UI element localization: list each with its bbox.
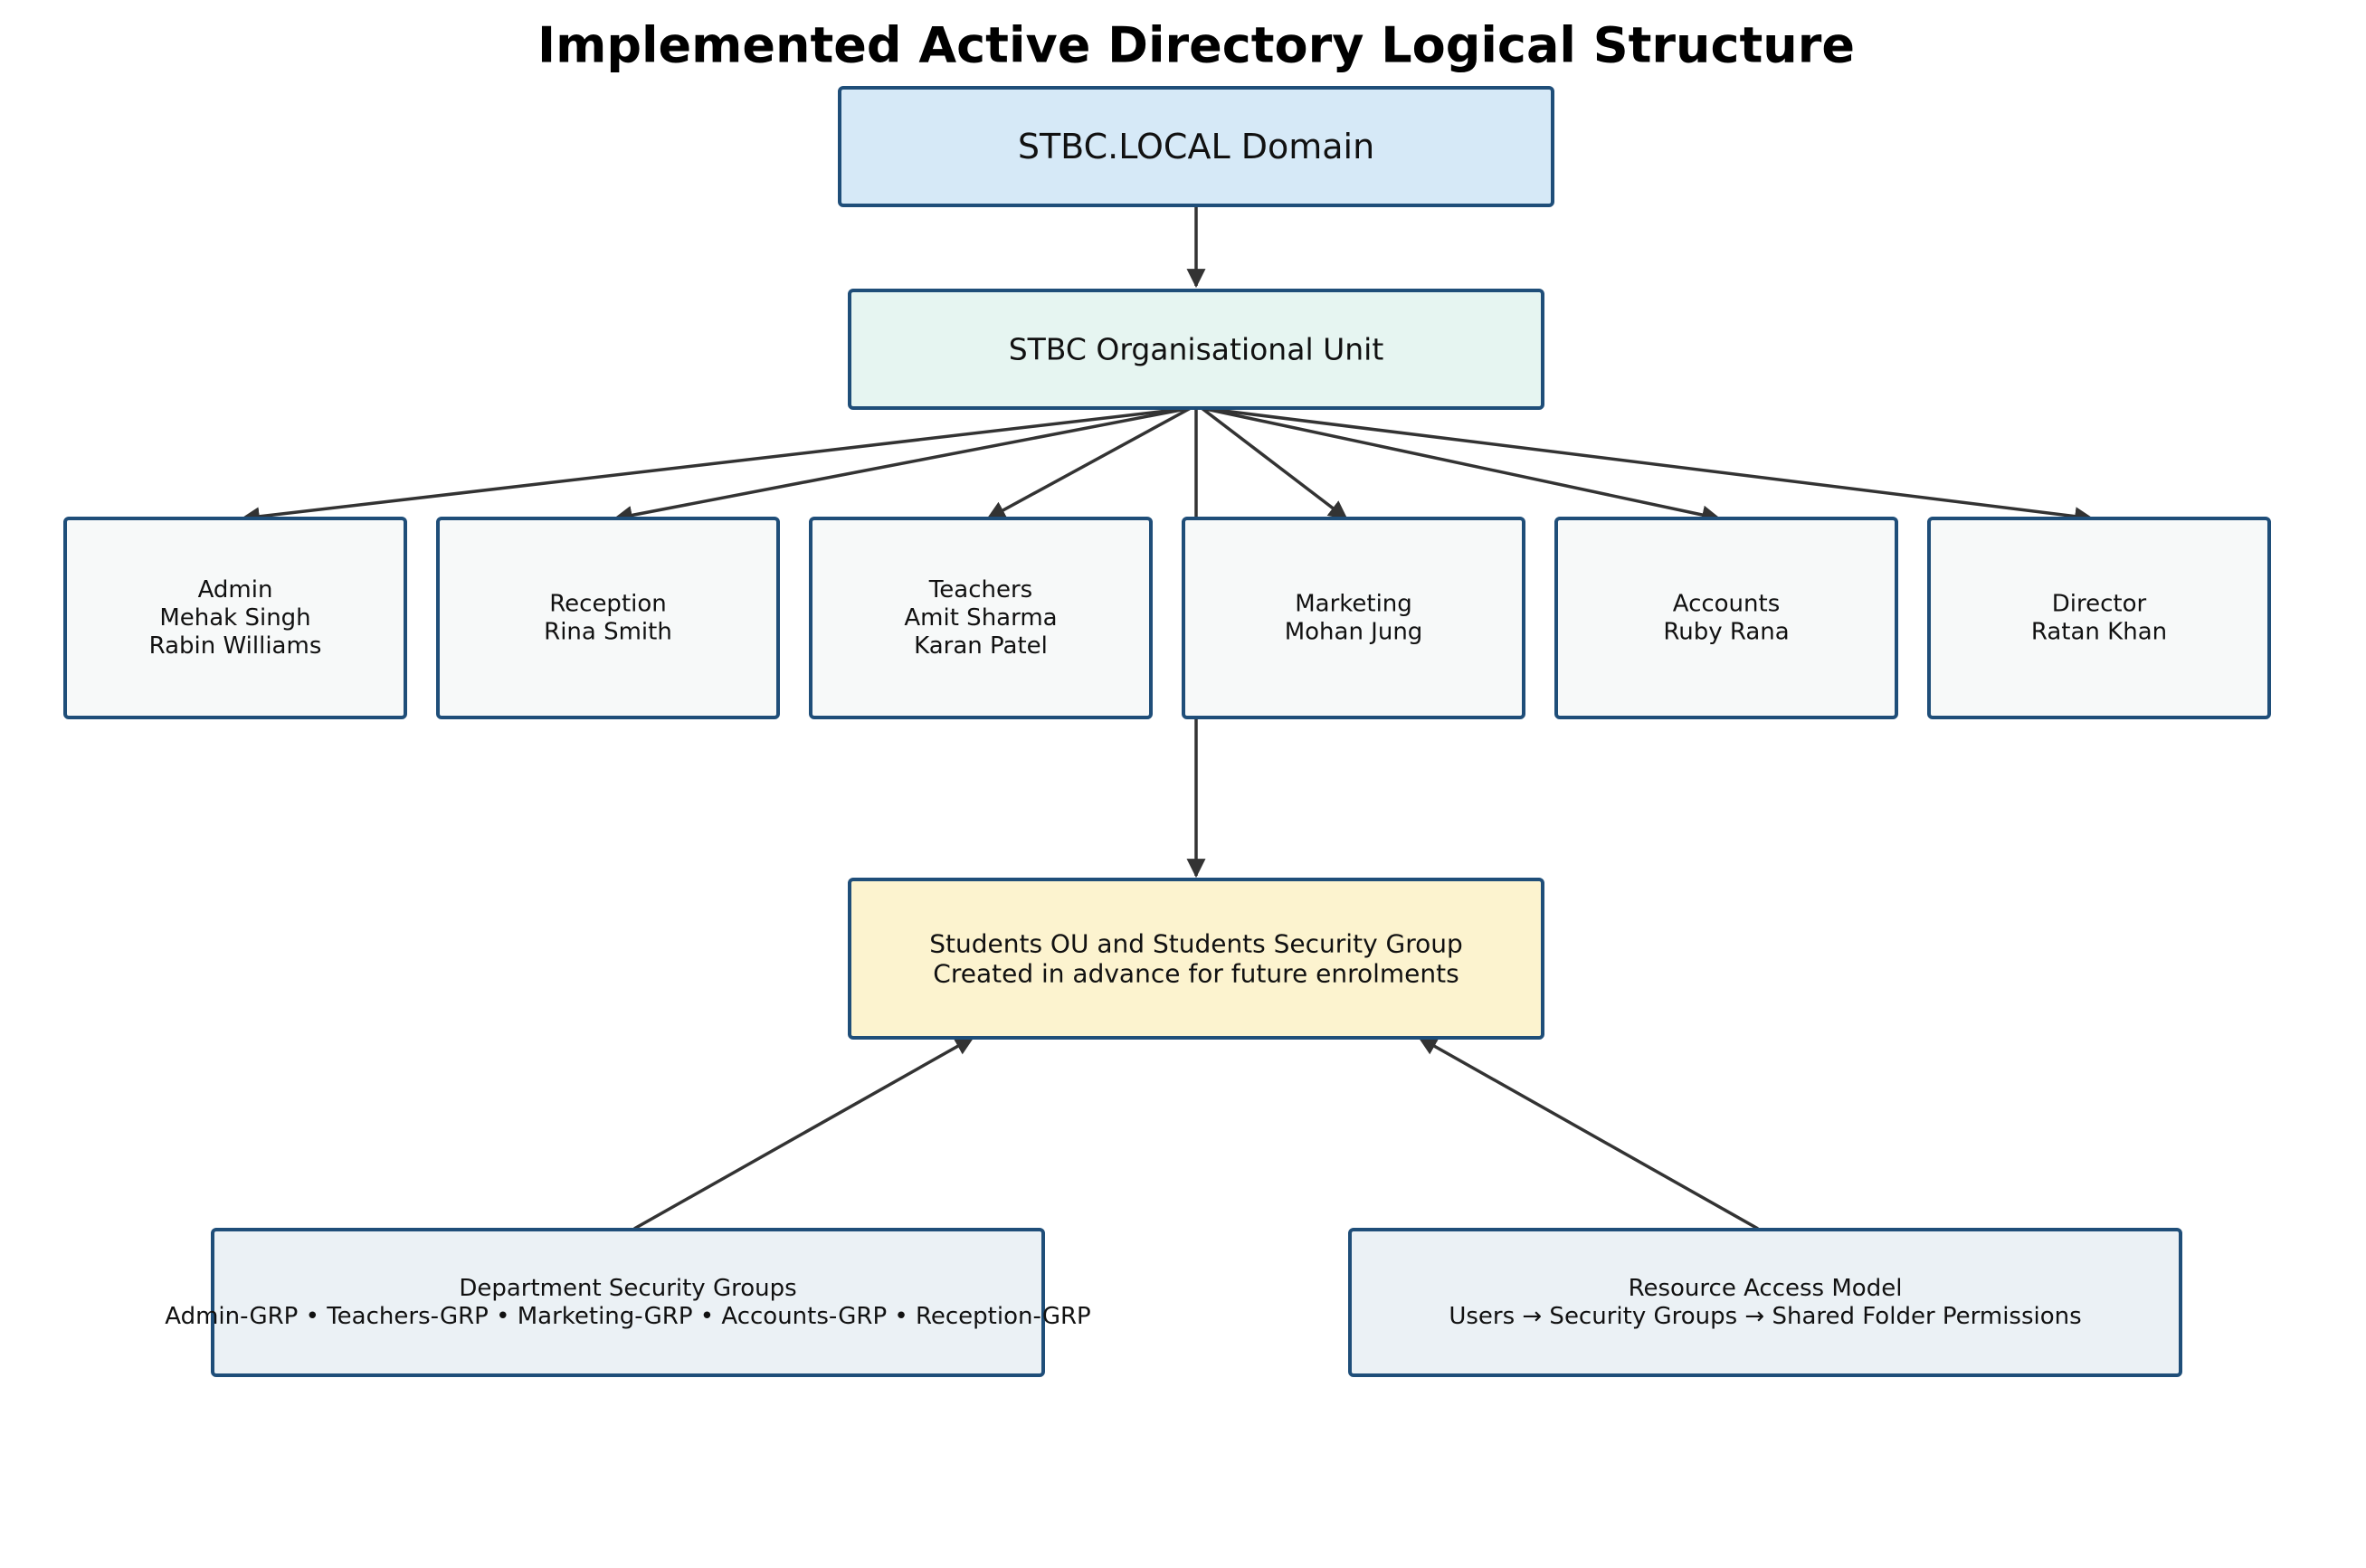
department-node-director-box <box>1927 517 2271 719</box>
diagram-title: Implemented Active Directory Logical Str… <box>537 17 1855 74</box>
students-node-line-1: Students OU and Students Security Group <box>929 929 1463 959</box>
access-model-node-line-1: Resource Access Model <box>1629 1275 1903 1302</box>
arrow-security-groups-to-students <box>633 1036 974 1231</box>
department-node-reception-line-1: Reception <box>549 591 667 618</box>
arrow-ou-to-department-3 <box>986 406 1192 520</box>
department-node-admin-line-3: Rabin Williams <box>149 632 322 660</box>
department-node-director-line-2: Ratan Khan <box>2031 619 2167 646</box>
students-node-box <box>848 878 1544 1040</box>
department-node-admin-line-2: Mehak Singh <box>159 604 310 632</box>
security-groups-node-line-1: Department Security Groups <box>459 1275 796 1302</box>
department-node-reception-box <box>436 517 780 719</box>
arrow-access-model-to-students <box>1418 1036 1759 1231</box>
access-model-node-box <box>1348 1228 2182 1377</box>
arrow-ou-to-department-2 <box>613 406 1192 525</box>
department-node-teachers-box <box>809 517 1153 719</box>
department-node-accounts-line-2: Ruby Rana <box>1663 619 1789 646</box>
department-node-reception-line-2: Rina Smith <box>544 619 672 646</box>
ou-node: STBC Organisational Unit <box>848 289 1544 410</box>
students-node: Students OU and Students Security GroupC… <box>848 878 1544 1040</box>
access-model-node-line-2: Users → Security Groups → Shared Folder … <box>1449 1303 2081 1330</box>
department-node-director-line-1: Director <box>2052 591 2147 618</box>
students-node-line-2: Created in advance for future enrolments <box>933 959 1459 989</box>
domain-node-line-1: STBC.LOCAL Domain <box>1018 127 1374 166</box>
department-node-marketing-line-2: Mohan Jung <box>1285 619 1423 646</box>
department-node-admin-line-1: Admin <box>198 576 273 603</box>
ou-node-line-1: STBC Organisational Unit <box>1009 332 1384 367</box>
department-node-teachers-line-2: Amit Sharma <box>904 604 1057 632</box>
security-groups-node-line-2: Admin-GRP • Teachers-GRP • Marketing-GRP… <box>165 1303 1090 1330</box>
arrow-ou-to-department-4 <box>1200 406 1348 520</box>
arrow-ou-to-department-6 <box>1201 406 2095 527</box>
domain-node: STBC.LOCAL Domain <box>838 86 1554 207</box>
department-node-admin-box <box>63 517 407 719</box>
department-node-accounts-box <box>1554 517 1898 719</box>
department-node-teachers-line-1: Teachers <box>928 576 1032 603</box>
department-node-marketing-box <box>1182 517 1525 719</box>
arrow-ou-to-department-5 <box>1201 406 1722 525</box>
security-groups-node-box <box>211 1228 1045 1377</box>
domain-node-box <box>838 86 1554 207</box>
ou-node-box <box>848 289 1544 410</box>
department-node-teachers-line-3: Karan Patel <box>914 632 1048 660</box>
department-node-marketing-line-1: Marketing <box>1295 591 1412 618</box>
department-node-accounts-line-1: Accounts <box>1673 591 1781 618</box>
arrow-ou-to-department-1 <box>240 406 1192 527</box>
connectors <box>240 206 2095 1231</box>
